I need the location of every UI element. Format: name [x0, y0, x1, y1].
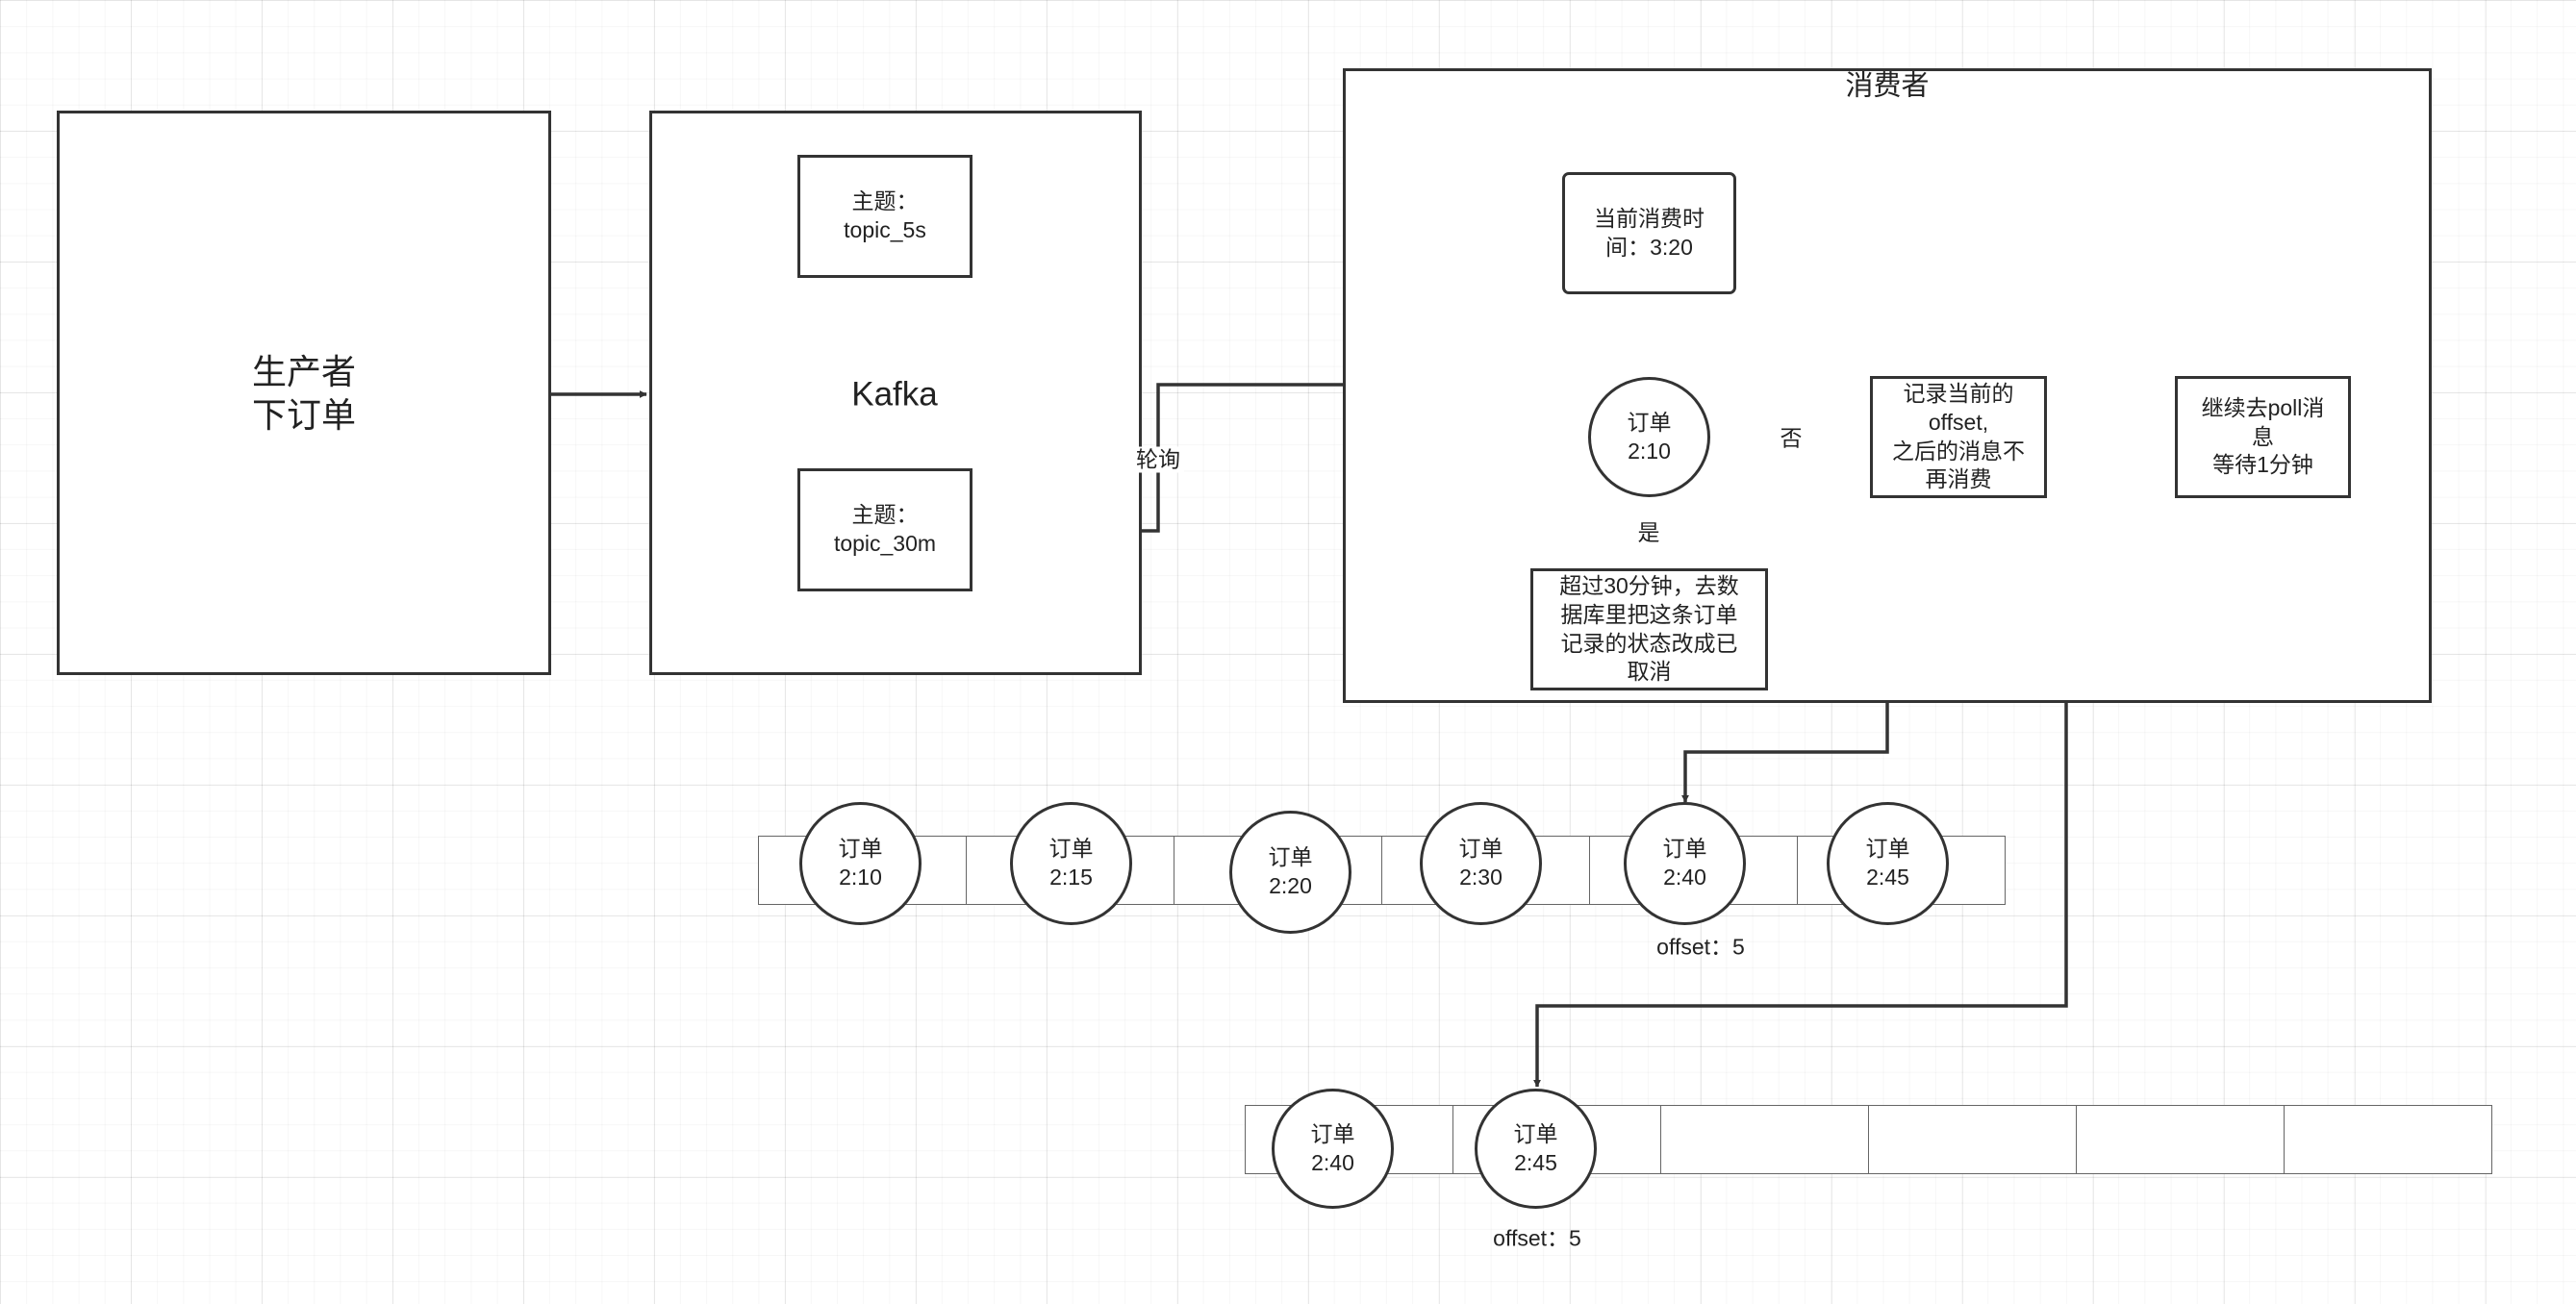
- producer-box: 生产者 下订单: [57, 111, 551, 675]
- queue2-cell: [1868, 1105, 2077, 1174]
- queue2-offset-label: offset：5: [1493, 1225, 1581, 1251]
- queue1-order-circle: 订单 2:40: [1624, 802, 1746, 925]
- queue1-order-circle: 订单 2:15: [1010, 802, 1132, 925]
- arrow-consumer-to-queue1: [1681, 702, 1889, 803]
- yes-label: 是: [1633, 519, 1664, 546]
- consumer-title: 消费者: [1845, 70, 1930, 102]
- no-label: 否: [1776, 425, 1806, 452]
- current-time-box: 当前消费时 间：3:20: [1562, 172, 1736, 294]
- queue1-order-circle: 订单 2:30: [1420, 802, 1542, 925]
- queue2-order-circle: 订单 2:45: [1475, 1089, 1597, 1209]
- continue-poll-box: 继续去poll消 息 等待1分钟: [2175, 376, 2351, 498]
- queue1-order-circle: 订单 2:45: [1827, 802, 1949, 925]
- queue2-order-circle: 订单 2:40: [1272, 1089, 1394, 1209]
- queue2-cell: [1660, 1105, 1869, 1174]
- queue1-order-circle: 订单 2:10: [799, 802, 922, 925]
- queue1-order-circle: 订单 2:20: [1229, 811, 1351, 934]
- queue2-cell: [2284, 1105, 2492, 1174]
- queue2-cell: [2076, 1105, 2285, 1174]
- cancel-action-box: 超过30分钟，去数 据库里把这条订单 记录的状态改成已 取消: [1530, 568, 1768, 690]
- topic-5s-box: 主题： topic_5s: [797, 155, 972, 278]
- arrow-consumer-to-queue2: [1533, 702, 2068, 1088]
- topic-30m-box: 主题： topic_30m: [797, 468, 972, 591]
- poll-label: 轮询: [1132, 446, 1184, 473]
- queue1-offset-label: offset：5: [1656, 934, 1745, 960]
- record-offset-box: 记录当前的 offset, 之后的消息不 再消费: [1870, 376, 2047, 498]
- kafka-title: Kafka: [851, 375, 938, 414]
- order-node-circle: 订单 2:10: [1588, 377, 1710, 497]
